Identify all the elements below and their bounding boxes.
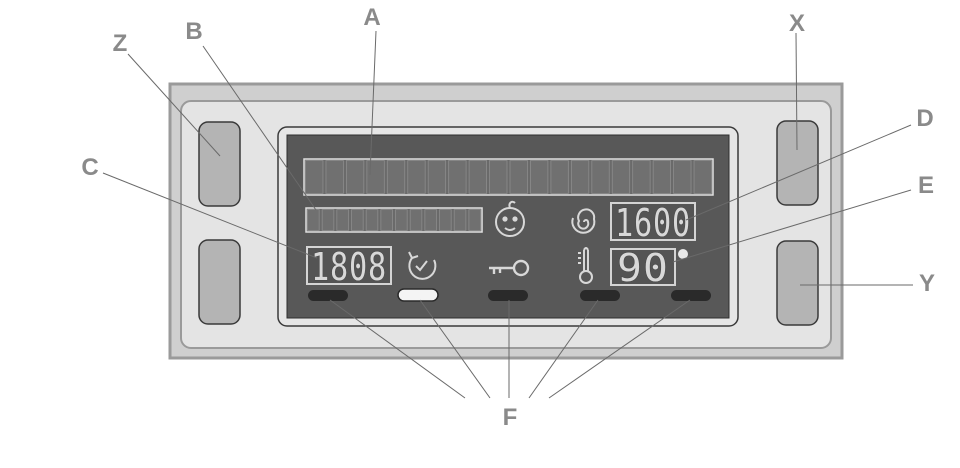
indicator-5: [671, 290, 711, 301]
indicator-2-active: [398, 289, 438, 301]
main-segment-cell: [653, 161, 670, 194]
callout-f: F: [503, 404, 518, 431]
main-segment-cell: [306, 161, 323, 194]
main-segment-frame: [304, 159, 713, 195]
main-segment-cell: [367, 161, 384, 194]
button-x[interactable]: [777, 121, 818, 205]
button-z[interactable]: [199, 122, 240, 206]
callout-e: E: [918, 172, 934, 199]
button-y[interactable]: [777, 241, 818, 325]
progress-segment-cell: [381, 210, 393, 231]
progress-segment-cell: [396, 210, 408, 231]
callout-a: A: [363, 4, 380, 31]
time-readout: 1808: [311, 245, 387, 289]
callout-z: Z: [113, 30, 128, 57]
main-segment-cell: [326, 161, 343, 194]
main-segment-cell: [449, 161, 466, 194]
main-segment-cell: [428, 161, 445, 194]
progress-segment-cell: [440, 210, 452, 231]
main-segment-cell: [490, 161, 507, 194]
main-segment-cell: [551, 161, 568, 194]
main-segment-cell: [387, 161, 404, 194]
main-segment-cell: [510, 161, 527, 194]
main-segment-cell: [408, 161, 425, 194]
indicator-4: [580, 290, 620, 301]
main-segment-cell: [612, 161, 629, 194]
progress-segment-cell: [454, 210, 466, 231]
progress-segment-cell: [337, 210, 349, 231]
main-segment-cell: [346, 161, 363, 194]
callout-d: D: [916, 105, 933, 132]
progress-segment-cell: [410, 210, 422, 231]
progress-segment-cell: [425, 210, 437, 231]
main-segment-cell: [592, 161, 609, 194]
indicator-3: [488, 290, 528, 301]
progress-segment-cell: [322, 210, 334, 231]
button-bottom-left[interactable]: [199, 240, 240, 324]
speed-readout: 1600: [615, 201, 691, 245]
main-segment-cell: [571, 161, 588, 194]
main-text-segment-row: [304, 159, 713, 195]
progress-segment-cell: [352, 210, 364, 231]
main-segment-cell: [694, 161, 711, 194]
callout-c: C: [81, 154, 98, 181]
indicator-1: [308, 290, 348, 301]
progress-segment-cell: [366, 210, 378, 231]
main-segment-cell: [469, 161, 486, 194]
progress-segment-row: [306, 208, 482, 232]
main-segment-cell: [633, 161, 650, 194]
progress-segment-cell: [308, 210, 320, 231]
callout-y: Y: [919, 270, 935, 297]
main-segment-cell: [530, 161, 547, 194]
temperature-readout: 90: [617, 246, 669, 290]
callout-b: B: [185, 18, 202, 45]
callout-x: X: [789, 10, 805, 37]
main-segment-cell: [674, 161, 691, 194]
progress-segment-cell: [469, 210, 481, 231]
